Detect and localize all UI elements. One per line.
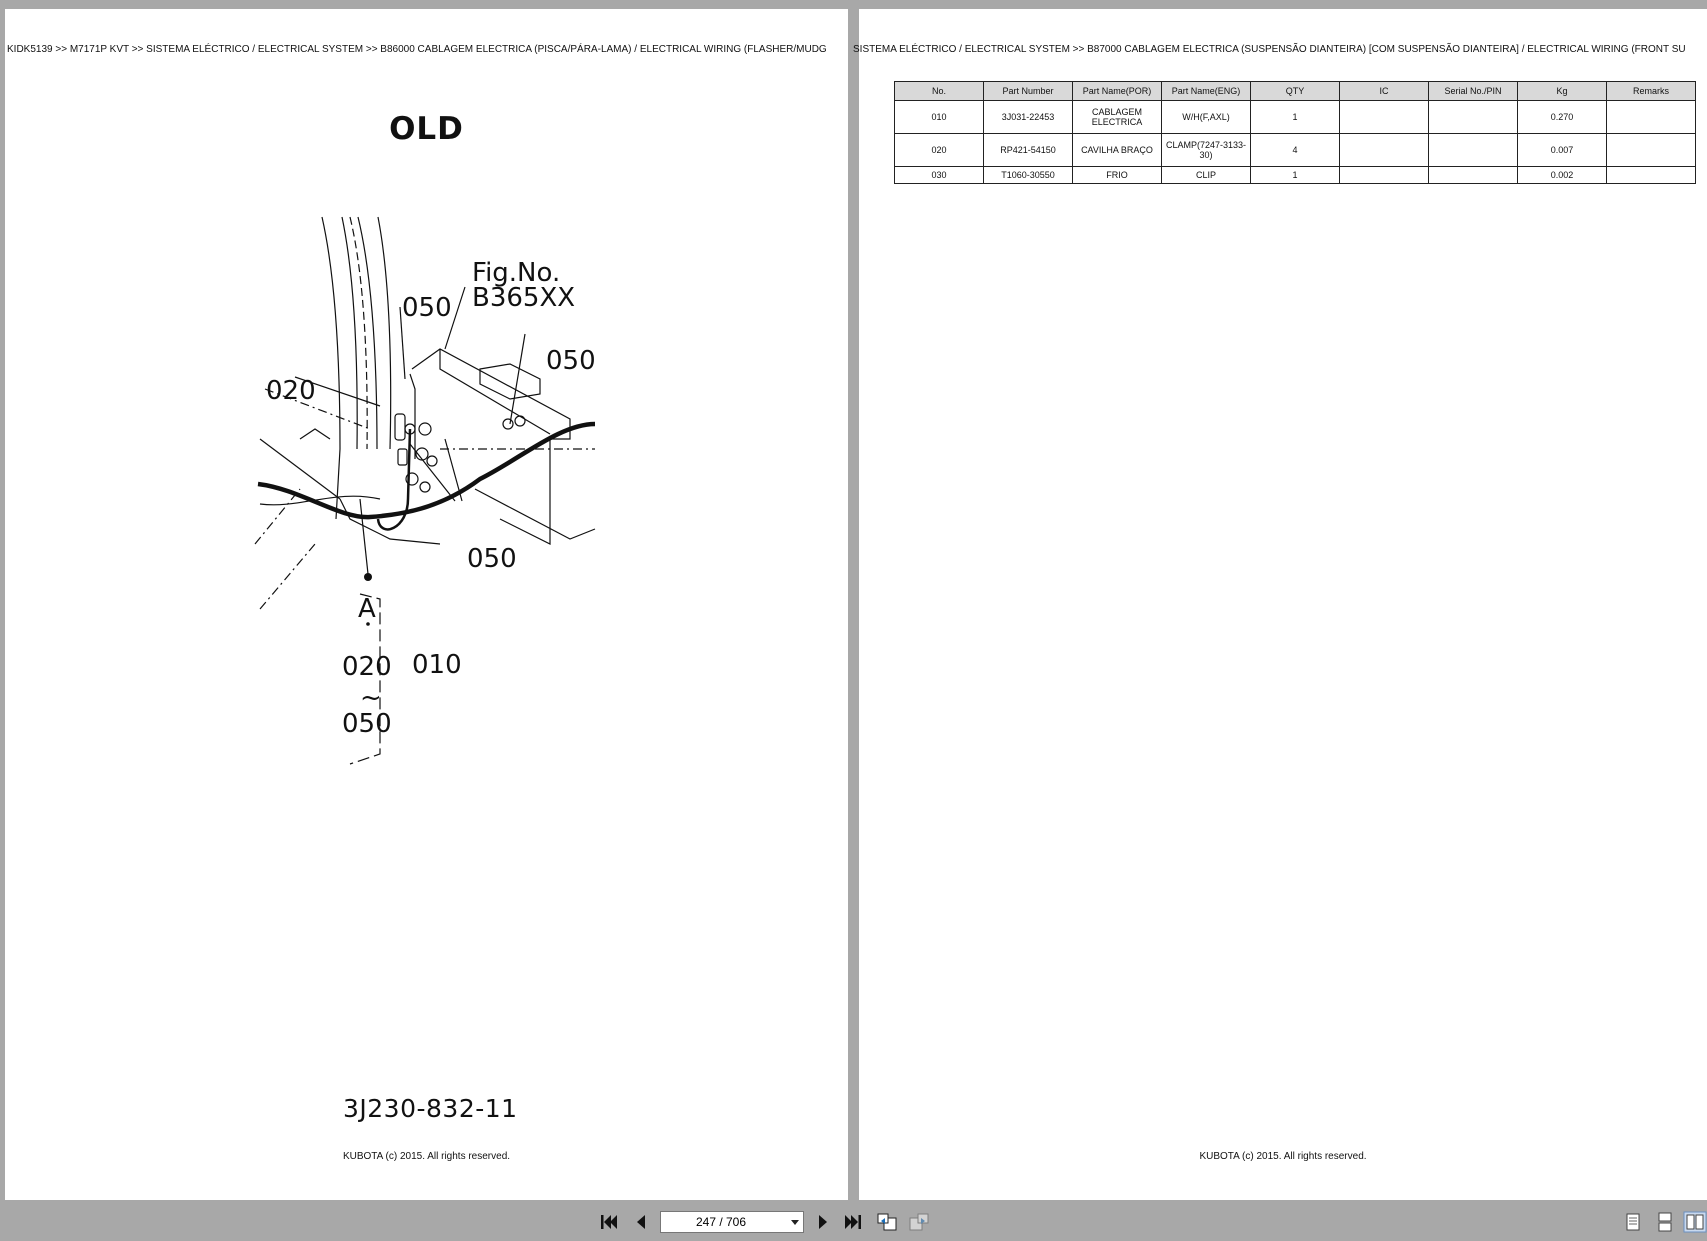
last-page-icon[interactable] (842, 1212, 864, 1232)
navigation-toolbar (0, 1202, 1707, 1241)
col-header-part-name-por: Part Name(POR) (1072, 81, 1162, 101)
cell-kg: 0.002 (1517, 166, 1607, 184)
callout-050-right: 050 (546, 346, 596, 376)
left-copyright: KUBOTA (c) 2015. All rights reserved. (342, 1151, 511, 1162)
table-header-row: No. Part Number Part Name(POR) Part Name… (894, 81, 1696, 101)
page-number-input[interactable] (661, 1212, 781, 1232)
left-breadcrumb: KIDK5139 >> M7171P KVT >> SISTEMA ELÉCTR… (7, 44, 827, 55)
previous-page-icon[interactable] (630, 1212, 652, 1232)
cell-part-name-eng: CLAMP(7247-3133-30) (1161, 133, 1251, 167)
col-header-part-name-eng: Part Name(ENG) (1161, 81, 1251, 101)
right-copyright: KUBOTA (c) 2015. All rights reserved. (1199, 1151, 1367, 1162)
cell-serial (1428, 100, 1518, 134)
callout-020: 020 (266, 376, 316, 406)
col-header-qty: QTY (1250, 81, 1340, 101)
cell-qty: 4 (1250, 133, 1340, 167)
cell-no: 020 (894, 133, 984, 167)
fig-no-label: Fig.No. (472, 258, 560, 288)
page-number-field[interactable] (660, 1211, 804, 1233)
cell-remarks (1606, 100, 1696, 134)
cell-serial (1428, 133, 1518, 167)
callout-050-top: 050 (402, 293, 452, 323)
cell-kg: 0.270 (1517, 100, 1607, 134)
continuous-view-icon[interactable] (1654, 1212, 1676, 1232)
cell-remarks (1606, 133, 1696, 167)
cell-remarks (1606, 166, 1696, 184)
cell-ic (1339, 133, 1429, 167)
callout-050-bottom: 050 (467, 544, 517, 574)
cell-part-number: RP421-54150 (983, 133, 1073, 167)
cell-part-name-por: CABLAGEM ELECTRICA (1072, 100, 1162, 134)
cell-qty: 1 (1250, 166, 1340, 184)
col-header-part-number: Part Number (983, 81, 1073, 101)
table-row: 010 3J031-22453 CABLAGEM ELECTRICA W/H(F… (894, 100, 1696, 134)
cell-kg: 0.007 (1517, 133, 1607, 167)
right-page: SISTEMA ELÉCTRICO / ELECTRICAL SYSTEM >>… (853, 9, 1707, 1200)
table-row: 020 RP421-54150 CAVILHA BRAÇO CLAMP(7247… (894, 133, 1696, 167)
col-header-serial: Serial No./PIN (1428, 81, 1518, 101)
part-code: 3J230-832-11 (343, 1094, 518, 1123)
cell-part-number: 3J031-22453 (983, 100, 1073, 134)
cell-part-name-por: FRIO (1072, 166, 1162, 184)
col-header-no: No. (894, 81, 984, 101)
detail-a-label: A (358, 594, 376, 624)
next-page-icon[interactable] (812, 1212, 834, 1232)
callout-010: 010 (412, 650, 462, 680)
range-end-label: 050 (342, 709, 392, 739)
left-page: KIDK5139 >> M7171P KVT >> SISTEMA ELÉCTR… (5, 9, 848, 1200)
parts-table: No. Part Number Part Name(POR) Part Name… (894, 81, 1696, 184)
cell-ic (1339, 100, 1429, 134)
range-separator: ~ (360, 683, 382, 713)
cell-qty: 1 (1250, 100, 1340, 134)
wiring-diagram: Fig.No. B365XX 050 050 020 050 A 020 ~ 0… (254, 216, 596, 765)
previous-view-icon[interactable] (876, 1212, 898, 1232)
facing-pages-view-icon[interactable] (1683, 1211, 1707, 1233)
first-page-icon[interactable] (598, 1212, 620, 1232)
col-header-ic: IC (1339, 81, 1429, 101)
old-label: OLD (389, 111, 464, 147)
chevron-down-icon[interactable] (791, 1220, 799, 1225)
next-view-icon[interactable] (908, 1212, 930, 1232)
cell-no: 030 (894, 166, 984, 184)
cell-no: 010 (894, 100, 984, 134)
col-header-kg: Kg (1517, 81, 1607, 101)
cell-ic (1339, 166, 1429, 184)
right-breadcrumb: SISTEMA ELÉCTRICO / ELECTRICAL SYSTEM >>… (853, 44, 1686, 55)
cell-part-name-eng: W/H(F,AXL) (1161, 100, 1251, 134)
col-header-remarks: Remarks (1606, 81, 1696, 101)
fig-code-label: B365XX (472, 283, 575, 313)
table-row: 030 T1060-30550 FRIO CLIP 1 0.002 (894, 166, 1696, 184)
cell-part-name-por: CAVILHA BRAÇO (1072, 133, 1162, 167)
single-page-view-icon[interactable] (1622, 1212, 1644, 1232)
cell-serial (1428, 166, 1518, 184)
cell-part-name-eng: CLIP (1161, 166, 1251, 184)
range-start-label: 020 (342, 652, 392, 682)
cell-part-number: T1060-30550 (983, 166, 1073, 184)
